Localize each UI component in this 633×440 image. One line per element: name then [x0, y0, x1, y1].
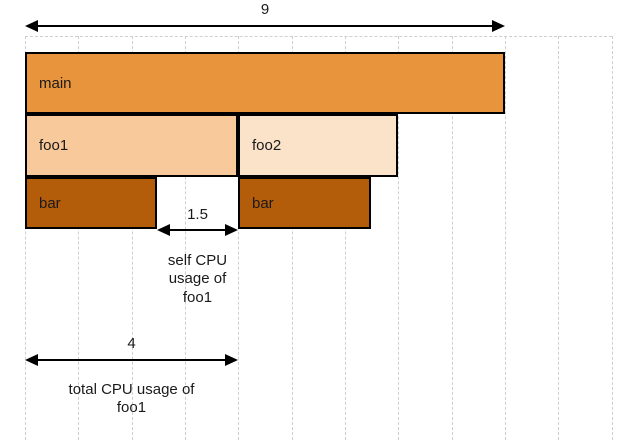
frame-label-bar-right: bar [252, 194, 274, 212]
grid-top-rule [25, 36, 612, 37]
frame-label-foo2: foo2 [252, 137, 282, 154]
frame-main[interactable]: main [25, 52, 505, 114]
gridline [505, 36, 506, 440]
frame-foo2[interactable]: foo2 [238, 114, 398, 177]
self-cpu-value: 1.5 [187, 206, 208, 223]
total-width-value: 9 [260, 1, 270, 18]
arrow-head-right [225, 224, 238, 236]
total-cpu-caption-line-1: total CPU usage of [68, 381, 195, 398]
frame-foo1[interactable]: foo1 [25, 114, 238, 177]
arrow-shaft [32, 359, 231, 361]
arrow-head-right [492, 20, 505, 32]
total-cpu-caption: total CPU usage of foo1 [25, 381, 238, 418]
frame-bar-right[interactable]: bar [238, 177, 371, 229]
arrow-head-left [157, 224, 170, 236]
gridline [558, 36, 559, 440]
self-cpu-caption-line-3: foo1 [182, 288, 213, 306]
total-cpu-caption-line-2: foo1 [116, 399, 147, 417]
arrow-shaft [32, 25, 498, 27]
gridline [612, 36, 613, 440]
frame-label-foo1: foo1 [39, 137, 69, 154]
self-cpu-caption: self CPU usage of foo1 [132, 252, 263, 307]
arrow-head-left [25, 354, 38, 366]
frame-label-bar-left: bar [39, 194, 61, 212]
total-cpu-value: 4 [127, 335, 136, 352]
arrow-shaft [164, 229, 231, 231]
arrow-head-left [25, 20, 38, 32]
self-cpu-caption-line-2: usage of [168, 270, 227, 288]
frame-bar-left[interactable]: bar [25, 177, 157, 229]
frame-label-main: main [39, 74, 72, 92]
arrow-head-right [225, 354, 238, 366]
self-cpu-caption-line-1: self CPU [167, 252, 228, 269]
